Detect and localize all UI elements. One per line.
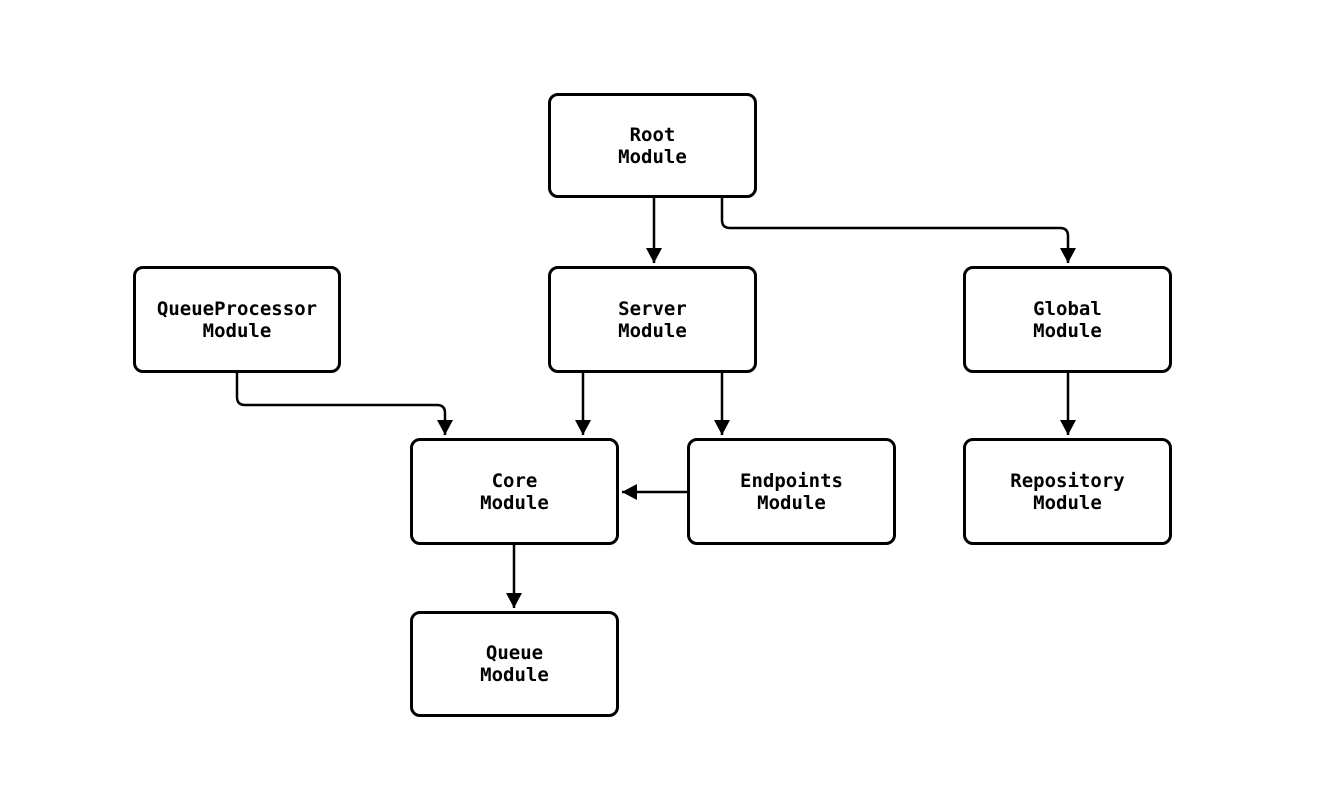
node-core-module-label: Core Module <box>480 469 549 514</box>
edge-root-module-to-global-module <box>720 198 1076 263</box>
node-queueprocessor-module: QueueProcessor Module <box>133 266 341 373</box>
node-root-module-label: Root Module <box>618 123 687 168</box>
node-repository-module: Repository Module <box>963 438 1172 545</box>
node-endpoints-module: Endpoints Module <box>687 438 896 545</box>
edge-queueprocessor-module-to-core-module <box>235 373 453 435</box>
node-core-module: Core Module <box>410 438 619 545</box>
node-server-module: Server Module <box>548 266 757 373</box>
node-queueprocessor-module-label: QueueProcessor Module <box>156 297 318 342</box>
node-root-module: Root Module <box>548 93 757 198</box>
node-server-module-label: Server Module <box>618 297 687 342</box>
node-global-module: Global Module <box>963 266 1172 373</box>
node-queue-module: Queue Module <box>410 611 619 717</box>
node-repository-module-label: Repository Module <box>1010 469 1125 514</box>
node-queue-module-label: Queue Module <box>480 642 549 686</box>
node-global-module-label: Global Module <box>1033 297 1102 342</box>
node-endpoints-module-label: Endpoints Module <box>740 469 843 514</box>
